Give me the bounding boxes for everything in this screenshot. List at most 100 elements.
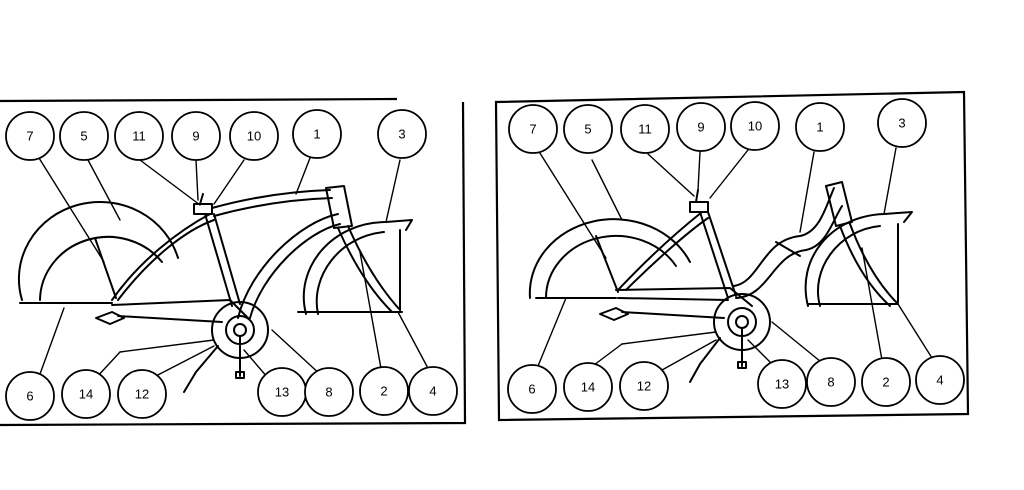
step-through-tube-lower — [735, 205, 843, 299]
callout-label: 1 — [816, 120, 823, 135]
seat-tube — [204, 213, 233, 307]
seat-post — [695, 189, 699, 203]
callout-label: 8 — [325, 385, 332, 400]
callout-label: 2 — [380, 384, 387, 399]
callout-label: 6 — [528, 382, 535, 397]
pedal — [737, 361, 747, 369]
crank-bolt — [233, 323, 247, 337]
callout: 7 — [508, 104, 558, 154]
callout: 9 — [676, 102, 726, 152]
callouts-bottom: 6 14 12 13 8 2 4 — [5, 366, 458, 421]
callout-label: 1 — [313, 127, 320, 142]
seat-clamp — [689, 201, 709, 213]
callout: 8 — [806, 357, 856, 407]
callout: 3 — [877, 98, 927, 148]
rear-fender-strut — [595, 235, 619, 293]
callout: 14 — [563, 362, 613, 412]
callout-label: 10 — [748, 119, 762, 134]
callout-label: 14 — [581, 380, 595, 395]
bicycle-boys — [17, 185, 413, 393]
leader-9 — [195, 159, 199, 201]
callout-label: 12 — [637, 379, 651, 394]
down-tube — [237, 213, 339, 319]
seat-stay — [111, 213, 211, 301]
callout-label: 13 — [275, 385, 289, 400]
callout-label: 2 — [882, 375, 889, 390]
leader-12 — [151, 345, 215, 379]
callout: 4 — [915, 355, 965, 405]
leader-8 — [271, 329, 323, 377]
callout-label: 3 — [398, 127, 405, 142]
head-tube — [325, 185, 353, 229]
callout-label: 11 — [132, 129, 146, 144]
callouts-top: 7 5 11 9 10 1 3 — [5, 109, 427, 161]
kickstand — [183, 345, 219, 393]
callout-label: 13 — [775, 377, 789, 392]
rear-dropout — [95, 311, 125, 325]
callout: 1 — [795, 102, 845, 152]
callout: 11 — [620, 104, 670, 154]
front-fender — [804, 211, 913, 307]
callout: 9 — [171, 111, 221, 161]
leader-6 — [537, 297, 567, 367]
callout-label: 4 — [936, 373, 943, 388]
rear-dropout — [599, 307, 629, 321]
seat-stay-inner — [117, 219, 215, 301]
callout-label: 4 — [429, 384, 436, 399]
callout: 2 — [861, 357, 911, 407]
step-through-tube-upper — [733, 187, 835, 287]
rear-fender-inner — [39, 235, 163, 301]
callout-label: 7 — [26, 129, 33, 144]
seat-stay-inner — [625, 217, 709, 291]
leader-7 — [537, 149, 607, 259]
leader-10 — [213, 159, 245, 205]
callout: 6 — [507, 364, 557, 414]
leader-9 — [697, 151, 701, 191]
callout: 4 — [408, 366, 458, 416]
leader-3 — [883, 147, 897, 215]
rear-fender — [528, 218, 691, 299]
callouts-bottom: 6 14 12 13 8 2 4 — [507, 355, 965, 414]
kickstand — [689, 337, 721, 383]
callouts-top: 7 5 11 9 10 1 3 — [508, 98, 927, 154]
panel-boys-frame: 7 5 11 9 10 1 3 6 14 12 13 8 2 4 — [0, 97, 467, 427]
seat-tube-inner — [707, 211, 737, 297]
leader-5 — [87, 159, 121, 221]
leader-1 — [799, 151, 815, 233]
panel-border — [0, 97, 467, 427]
callout: 5 — [563, 104, 613, 154]
leader-7 — [33, 149, 105, 263]
callout: 5 — [59, 111, 109, 161]
bicycle-girls — [528, 181, 913, 383]
callout: 10 — [730, 101, 780, 151]
callout: 11 — [114, 111, 164, 161]
callout: 6 — [5, 371, 55, 421]
seat-clamp — [193, 203, 213, 215]
callout: 7 — [5, 111, 55, 161]
leader-4 — [397, 311, 431, 373]
down-tube-inner — [249, 223, 341, 319]
leader-5 — [591, 159, 623, 221]
callout: 2 — [359, 366, 409, 416]
callout: 1 — [292, 109, 342, 159]
leader-14b — [621, 331, 717, 345]
callout-label: 12 — [135, 387, 149, 402]
leader-1 — [295, 157, 311, 195]
callout-label: 8 — [827, 375, 834, 390]
callout-label: 9 — [697, 120, 704, 135]
callout: 3 — [377, 109, 427, 159]
fork-blade — [337, 227, 393, 313]
seat-stay — [617, 211, 703, 291]
callout-label: 6 — [26, 389, 33, 404]
seat-tube — [699, 211, 729, 299]
leader-2 — [861, 247, 883, 361]
leader-13 — [243, 349, 269, 379]
leader-13 — [747, 339, 775, 367]
leader-11 — [647, 153, 695, 197]
callout-label: 7 — [529, 122, 536, 137]
pedal — [235, 371, 245, 379]
leader-3 — [385, 159, 401, 223]
callout: 8 — [304, 367, 354, 417]
leader-2 — [359, 251, 383, 375]
